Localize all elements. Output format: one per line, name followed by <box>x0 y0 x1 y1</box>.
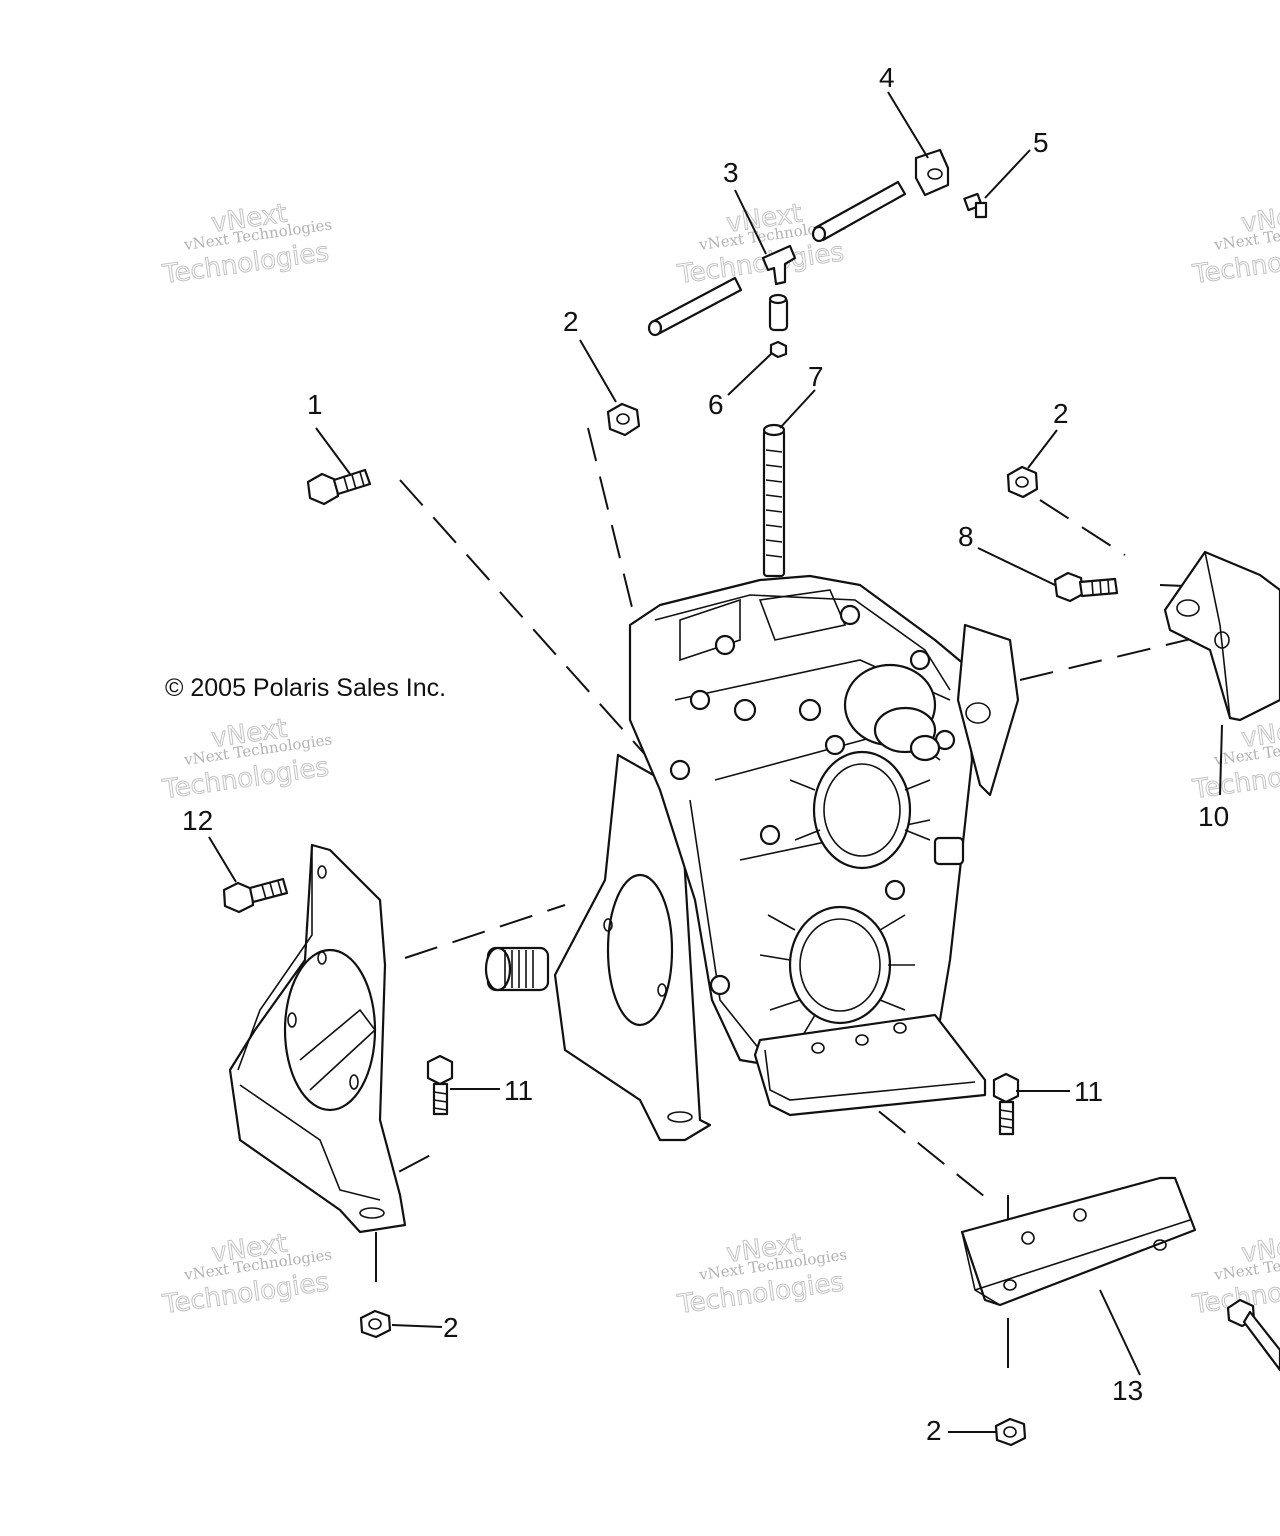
watermark-text: vNext <box>1240 199 1280 239</box>
bolt-12 <box>222 877 289 914</box>
callout-11: 11 <box>1074 1076 1103 1107</box>
callout-3: 3 <box>723 157 739 188</box>
bracket-10 <box>1163 550 1280 722</box>
callout-10: 10 <box>1198 801 1229 832</box>
nut-2-bottom-left <box>359 1309 392 1339</box>
callout-4: 4 <box>879 62 895 93</box>
callout-2: 2 <box>443 1312 459 1343</box>
callout-8: 8 <box>958 521 974 552</box>
callout-1: 1 <box>307 389 323 420</box>
bolt-8 <box>1053 571 1119 603</box>
nut-2-top <box>606 402 641 437</box>
callout-12: 12 <box>182 805 213 836</box>
mount-13 <box>960 1176 1197 1307</box>
bolt-long-right <box>1226 1298 1280 1372</box>
copyright-text: © 2005 Polaris Sales Inc. <box>165 674 446 702</box>
callout-13: 13 <box>1112 1375 1143 1406</box>
bolt-11-left <box>426 1054 454 1116</box>
bolt-1 <box>306 468 372 506</box>
bracket-12 <box>228 843 407 1234</box>
callout-5: 5 <box>1033 127 1049 158</box>
callout-7: 7 <box>808 361 824 392</box>
shaft-7 <box>762 423 786 578</box>
callout-2: 2 <box>563 306 579 337</box>
bolt-5 <box>963 192 988 219</box>
callout-2: 2 <box>926 1415 942 1446</box>
gearcase <box>484 574 1020 1142</box>
watermark-text: vNext <box>1240 714 1280 754</box>
callout-6: 6 <box>708 389 724 420</box>
nut-2-bottom-right <box>994 1417 1027 1447</box>
bolt-11-right <box>992 1072 1020 1136</box>
callout-2: 2 <box>1053 398 1069 429</box>
callout-11: 11 <box>504 1075 533 1106</box>
hose-clip-assembly <box>647 148 988 359</box>
nut-2-right <box>1006 465 1039 499</box>
watermark-text: vNext <box>1240 1229 1280 1269</box>
leader-lines <box>208 91 1223 1433</box>
callouts: 1 2 2 2 2 3 4 5 6 7 8 10 11 11 12 13 <box>182 62 1229 1446</box>
